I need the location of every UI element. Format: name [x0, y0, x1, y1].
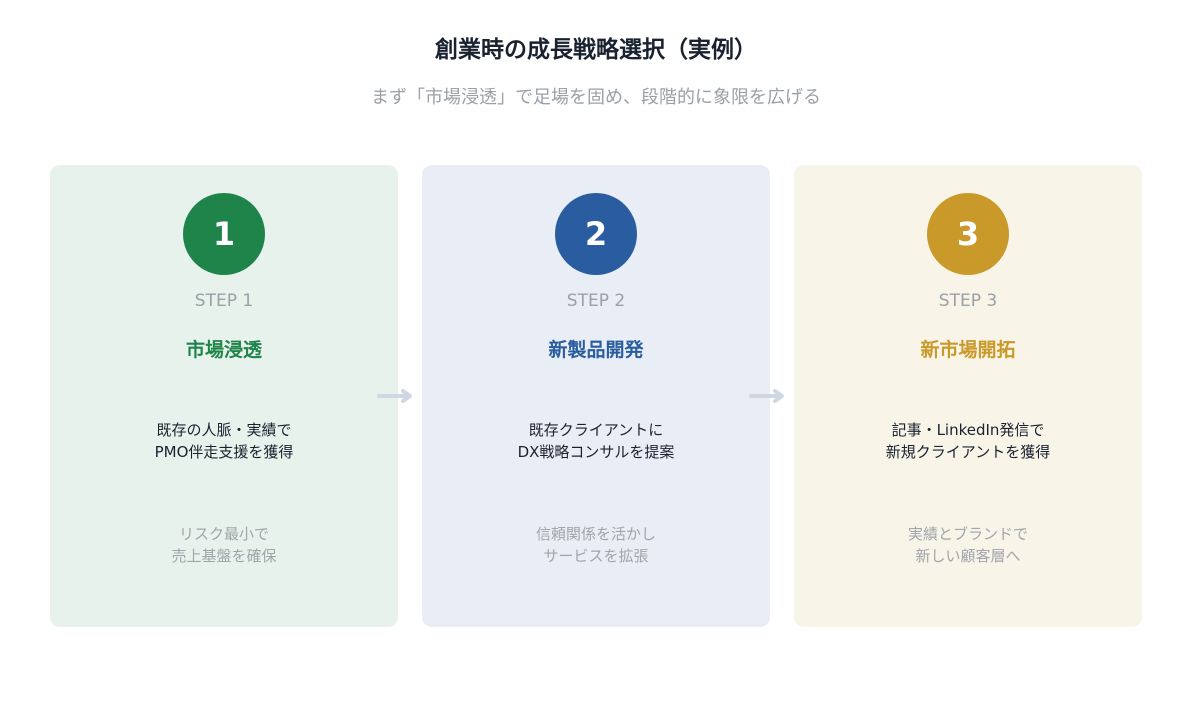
- page-title: 創業時の成長戦略選択（実例）: [435, 37, 757, 63]
- step-name: 新製品開発: [548, 339, 644, 361]
- step-card-2: 2 STEP 2 新製品開発 既存クライアントに DX戦略コンサルを提案 信頼関係…: [422, 165, 770, 627]
- note-line: 信頼関係を活かし: [535, 525, 656, 543]
- step-description: 既存の人脈・実績で PMO伴走支援を獲得: [50, 419, 398, 463]
- step-description: 既存クライアントに DX戦略コンサルを提案: [422, 419, 770, 463]
- step-number-badge: 3: [927, 193, 1009, 275]
- step-name: 新市場開拓: [920, 339, 1016, 361]
- step-number-badge: 1: [183, 193, 265, 275]
- description-line: DX戦略コンサルを提案: [517, 443, 675, 461]
- step-label: STEP 2: [566, 291, 626, 311]
- page-subtitle: まず「市場浸透」で足場を固め、段階的に象限を広げる: [371, 87, 821, 108]
- step-note: リスク最小で売上基盤を確保: [50, 523, 398, 567]
- step-note: 信頼関係を活かしサービスを拡張: [422, 523, 770, 567]
- step-description: 記事・LinkedIn発信で新規クライアントを獲得: [794, 419, 1142, 463]
- step-label: STEP 3: [938, 291, 998, 311]
- step-note: 実績とブランドで新しい顧客層へ: [794, 523, 1142, 567]
- description-line: 記事・LinkedIn発信で: [891, 421, 1045, 439]
- note-line: 実績とブランドで: [907, 525, 1028, 543]
- description-line: PMO伴走支援を獲得: [154, 443, 294, 461]
- step-label: STEP 1: [194, 291, 254, 311]
- description-line: 既存の人脈・実績で: [156, 421, 292, 439]
- step-card-1: 1 STEP 1 市場浸透 既存の人脈・実績で PMO伴走支援を獲得 リスク最小で…: [50, 165, 398, 627]
- arrow-right-icon: [377, 389, 412, 403]
- arrow-right-icon: [749, 389, 784, 403]
- step-number-badge: 2: [555, 193, 637, 275]
- note-line: リスク最小で: [178, 525, 269, 543]
- note-line: サービスを拡張: [543, 547, 649, 565]
- note-line: 売上基盤を確保: [171, 547, 277, 565]
- description-line: 既存クライアントに: [528, 421, 664, 439]
- note-line: 新しい顧客層へ: [915, 547, 1021, 565]
- description-line: 新規クライアントを獲得: [885, 443, 1051, 461]
- step-name: 市場浸透: [185, 339, 262, 361]
- step-card-3: 3 STEP 3 新市場開拓 記事・LinkedIn発信で新規クライアントを獲得…: [794, 165, 1142, 627]
